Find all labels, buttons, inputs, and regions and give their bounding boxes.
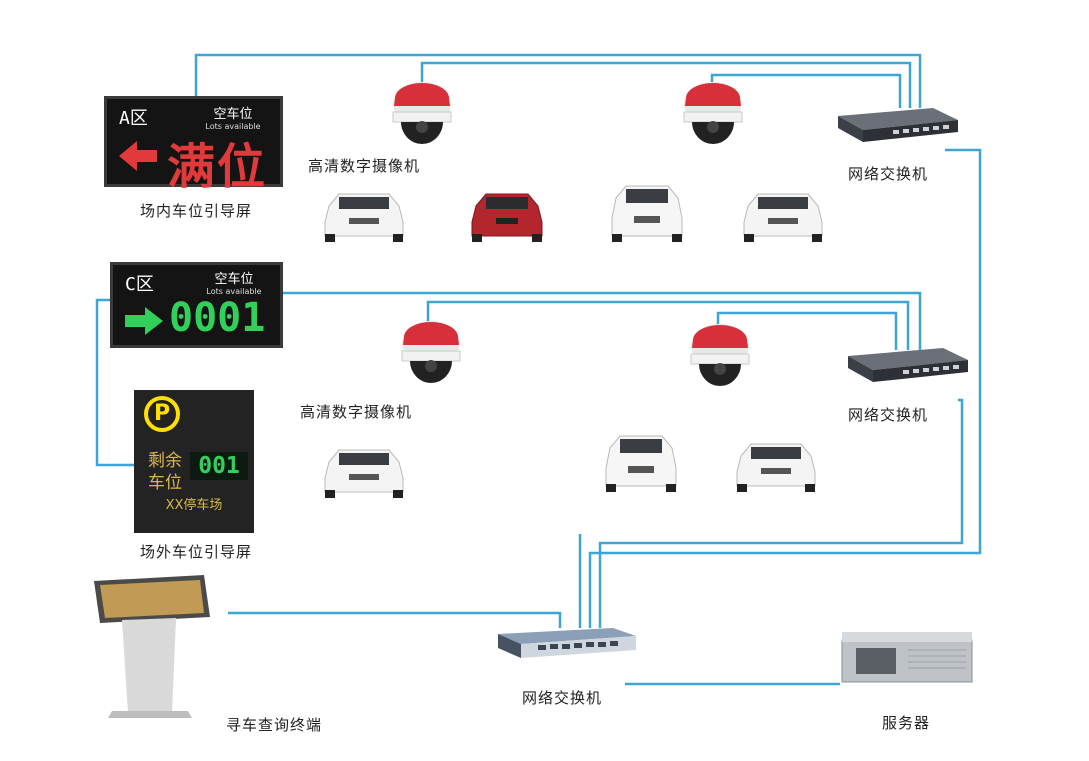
outdoor-screen-label: 场外车位引导屏: [140, 543, 253, 561]
line-switch-top-to-switch-bottom: [588, 148, 982, 628]
remaining-label-2: 车位: [148, 473, 182, 493]
switch-label-mid: 网络交换机: [848, 406, 929, 424]
car-4: [743, 193, 823, 242]
zone-label: A区: [119, 108, 148, 129]
remaining-count-text: 001: [190, 452, 248, 480]
indoor-guidance-board-a: A区 空车位 Lots available 满位: [104, 96, 283, 195]
car-6: [605, 435, 677, 492]
car-2: [471, 193, 543, 242]
parking-icon: P: [144, 396, 180, 432]
board-subtitle-text: Lots available: [205, 122, 261, 131]
line-switch-mid-to-switch-bottom: [598, 398, 964, 628]
camera-1: [392, 82, 452, 144]
camera-4: [690, 324, 750, 386]
indoor-guidance-board-c: C区 空车位 Lots available 0001: [110, 262, 283, 348]
available-count-text: 0001: [169, 295, 266, 341]
zone-label: C区: [125, 274, 154, 295]
line-camera-4-to-switch-mid: [716, 311, 898, 350]
line-board-a-to-switch-top: [194, 53, 922, 108]
server-label: 服务器: [882, 714, 931, 732]
board-title-text: 空车位: [214, 272, 254, 287]
car-row-top: [324, 185, 823, 242]
camera-2: [683, 82, 743, 144]
camera-3: [401, 321, 461, 383]
line-kiosk-to-switch: [228, 611, 562, 628]
board-title: 空车位 Lots available: [185, 103, 281, 131]
car-row-mid: [324, 435, 816, 498]
right-arrow-icon: [125, 307, 163, 335]
status-full-text: 满位: [167, 139, 268, 195]
line-camera-1-to-switch-top: [420, 61, 912, 108]
left-arrow-icon: [119, 141, 157, 171]
car-1: [324, 193, 404, 242]
board-subtitle-text: Lots available: [206, 287, 262, 296]
outdoor-guidance-board: P 剩余 车位 001 XX停车场: [134, 390, 254, 533]
remaining-label-1: 剩余: [148, 451, 182, 471]
car-7: [736, 443, 816, 492]
kiosk-label: 寻车查询终端: [226, 716, 323, 734]
switch-label-bottom: 网络交换机: [522, 689, 603, 707]
line-camera-3-to-switch-mid: [426, 300, 910, 350]
network-switch-mid: [848, 348, 968, 382]
switch-label-top: 网络交换机: [848, 165, 929, 183]
connection-lines: [95, 53, 982, 686]
network-switch-top: [838, 108, 958, 142]
line-board-c-to-switch-mid: [282, 291, 922, 350]
car-3: [611, 185, 683, 242]
board-title: 空车位 Lots available: [187, 268, 281, 296]
network-switch-bottom: [498, 628, 636, 658]
indoor-screen-label: 场内车位引导屏: [140, 202, 253, 220]
line-board-c-to-outdoor: [95, 298, 135, 467]
parking-icon-letter: P: [153, 401, 171, 426]
board-title-text: 空车位: [213, 107, 253, 122]
server: [841, 632, 973, 683]
camera-label-top: 高清数字摄像机: [308, 157, 421, 175]
lot-name-text: XX停车场: [165, 498, 223, 513]
camera-label-mid: 高清数字摄像机: [300, 403, 413, 421]
search-kiosk: [94, 575, 210, 718]
car-5: [324, 449, 404, 498]
